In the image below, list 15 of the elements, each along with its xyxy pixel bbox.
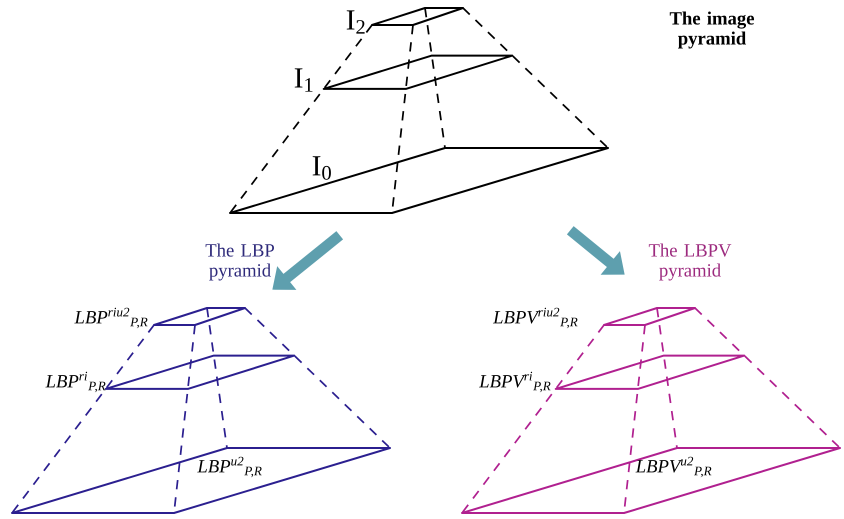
level-label: LBP$^{u2}$P,R [197, 456, 262, 478]
level-label: LBP$^{riu2}$P,R [74, 308, 148, 328]
level-label: LBPV$^{ri}$P,R [479, 372, 551, 392]
pyramid-drawing [11, 307, 391, 514]
node-label: The image pyramid [670, 12, 754, 48]
level-label: LBPV$^{riu2}$P,R [492, 308, 578, 328]
level-label: I$_{1}$ [294, 68, 312, 92]
level-label: I$_{0}$ [312, 156, 331, 180]
node-label: The LBP pyramid [206, 244, 274, 280]
pyramid-drawing [229, 7, 609, 214]
level-label: I$_{2}$ [346, 10, 365, 34]
level-label: LBPV$^{u2}$P,R [636, 456, 712, 478]
pyramid-drawing [461, 307, 841, 514]
node-label: The LBPV pyramid [648, 244, 732, 280]
level-label: LBP$^{ri}$P,R [45, 372, 106, 392]
